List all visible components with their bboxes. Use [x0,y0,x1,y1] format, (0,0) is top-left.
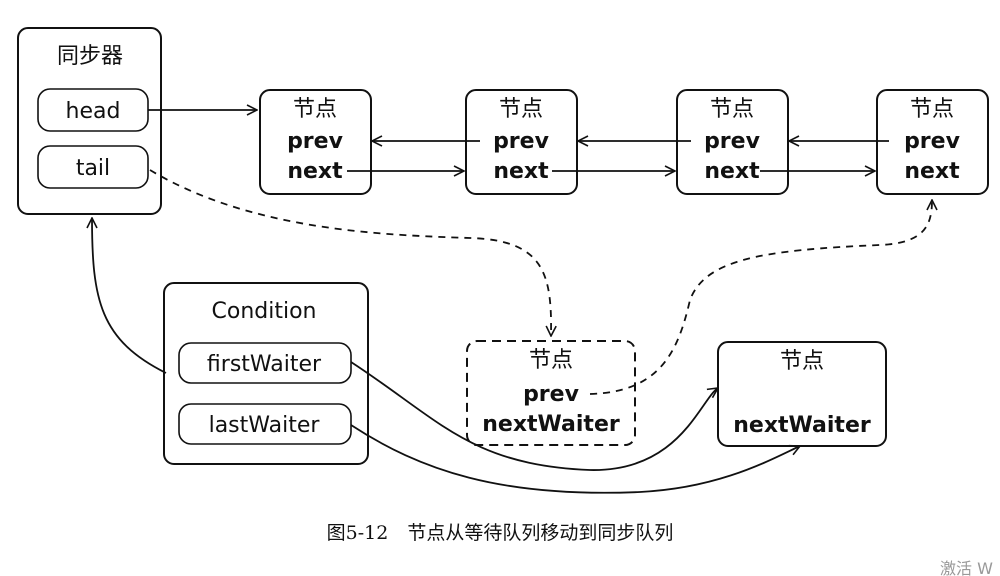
queue-node-4: 节点 prev next [876,89,989,195]
moving-node-prev: prev [523,382,580,407]
waiter-node: 节点 nextWaiter [717,341,887,447]
last-waiter-arrow [350,424,800,494]
node-title: 节点 [710,97,754,122]
tail-dashed-arrow [149,169,551,336]
moving-node: 节点 prev nextWaiter [466,340,636,446]
first-waiter-label: firstWaiter [207,352,322,377]
node-title: 节点 [293,97,337,122]
moving-node-title: 节点 [529,348,573,373]
synchronizer-box: 同步器 head tail [17,27,162,215]
waiter-node-title: 节点 [780,349,824,374]
node-next: next [287,159,343,184]
watermark: 激活 W [940,559,993,576]
node-prev: prev [704,129,761,154]
node-next: next [904,159,960,184]
tail-field [37,145,149,189]
head-label: head [66,99,121,124]
last-waiter-field [178,403,352,445]
prev-dashed-arrow [589,200,932,395]
condition-to-sync-arrow [92,218,167,374]
node-prev: prev [287,129,344,154]
moving-node-next-waiter: nextWaiter [482,412,620,437]
condition-box: Condition firstWaiter lastWaiter [163,282,369,465]
figure-caption: 图5-12 节点从等待队列移动到同步队列 [327,522,674,544]
queue-node-1: 节点 prev next [259,89,372,195]
node-next: next [704,159,760,184]
first-waiter-arrow [350,361,718,471]
node-title: 节点 [499,97,543,122]
tail-label: tail [76,156,110,181]
node-next: next [493,159,549,184]
queue-node-3: 节点 prev next [676,89,789,195]
node-title: 节点 [910,97,954,122]
last-waiter-label: lastWaiter [209,413,321,438]
queue-node-2: 节点 prev next [465,89,578,195]
condition-title: Condition [212,299,317,324]
node-prev: prev [904,129,961,154]
node-prev: prev [493,129,550,154]
waiter-node-next-waiter: nextWaiter [733,413,871,438]
synchronizer-title: 同步器 [57,44,123,69]
